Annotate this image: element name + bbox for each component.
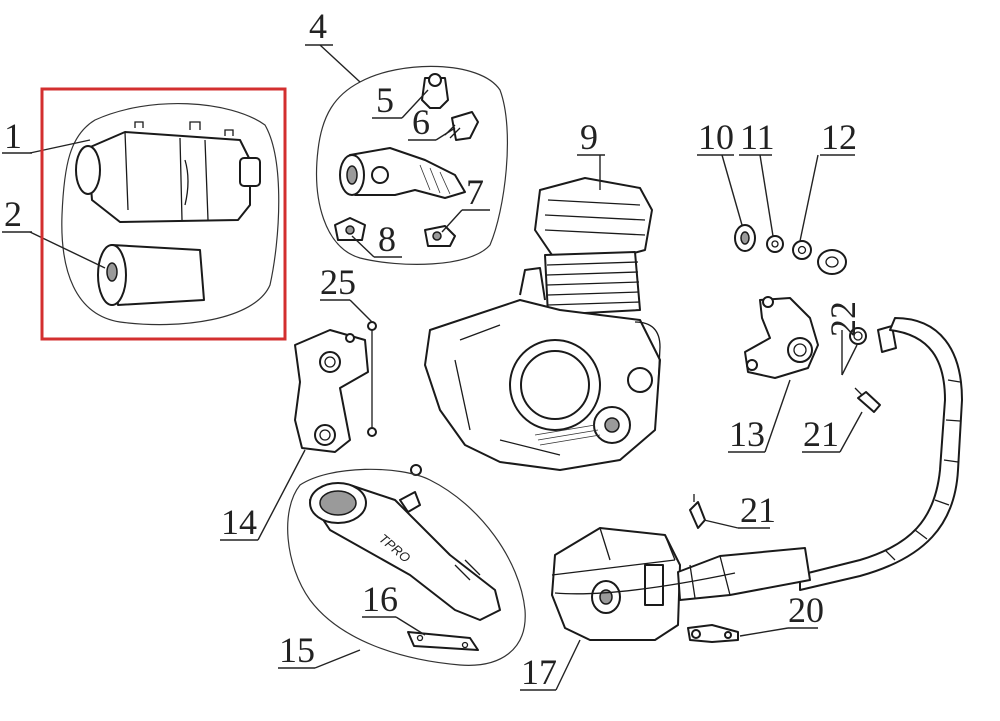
air-filter-bubble: [61, 103, 280, 326]
bolts-25[interactable]: [367, 321, 422, 476]
footrest-plates-group: 25 14: [220, 262, 422, 542]
gear-part[interactable]: [817, 249, 847, 275]
exhaust-pipe[interactable]: [799, 317, 963, 591]
air-filter-housing[interactable]: [75, 121, 261, 223]
clamp-8[interactable]: [334, 217, 366, 241]
callout-16: 16: [362, 579, 398, 619]
callout-2: 2: [4, 194, 22, 234]
callout-6: 6: [412, 102, 430, 142]
sprocket-group: 10 11 12: [697, 117, 857, 275]
throttle-body-bubble: [315, 65, 508, 265]
callout-22: 22: [823, 301, 863, 337]
callout-14: 14: [221, 502, 257, 542]
callout-4: 4: [309, 6, 327, 46]
callout-15: 15: [279, 630, 315, 670]
callout-8: 8: [378, 219, 396, 259]
callout-1: 1: [4, 116, 22, 156]
muffler-group: TPRO 16 15: [278, 468, 526, 670]
hanger-bracket-20[interactable]: 20: [687, 590, 824, 643]
callout-9: 9: [580, 117, 598, 157]
callout-11: 11: [740, 117, 775, 157]
callout-17: 17: [521, 652, 557, 692]
engine-9[interactable]: 9: [424, 117, 661, 471]
callout-10: 10: [698, 117, 734, 157]
callout-5: 5: [376, 80, 394, 120]
callout-13: 13: [729, 414, 765, 454]
callout-20: 20: [788, 590, 824, 630]
callout-7: 7: [466, 172, 484, 212]
heat-shield-16[interactable]: [407, 631, 479, 651]
sprocket-10[interactable]: [734, 224, 756, 252]
sensor-7[interactable]: [424, 225, 456, 247]
muffler-15[interactable]: TPRO: [309, 482, 501, 621]
air-filter-group: 1 2: [2, 87, 287, 341]
callout-12: 12: [821, 117, 857, 157]
throttle-body[interactable]: [339, 147, 466, 199]
washer-11[interactable]: [766, 235, 784, 253]
muffler-bubble: [287, 468, 526, 666]
callout-21-upper: 21: [803, 414, 839, 454]
plate-14[interactable]: [294, 329, 369, 453]
highlight-box: [40, 87, 287, 341]
catalyst-box-17[interactable]: 17: [520, 527, 811, 692]
bracket-13[interactable]: 13: [728, 296, 819, 454]
sensor-5[interactable]: [421, 73, 449, 109]
throttle-body-group: 4 5 6 7 8: [305, 6, 508, 265]
oxygen-sensor-21b[interactable]: 21: [689, 490, 776, 530]
callout-21-lower: 21: [740, 490, 776, 530]
nut-12[interactable]: [792, 240, 812, 260]
callout-25: 25: [320, 262, 356, 302]
injector-6[interactable]: [444, 111, 479, 141]
gasket-22[interactable]: 22: [823, 301, 867, 376]
oxygen-sensor-21a[interactable]: 21: [802, 387, 881, 454]
filter-element[interactable]: [97, 244, 205, 306]
